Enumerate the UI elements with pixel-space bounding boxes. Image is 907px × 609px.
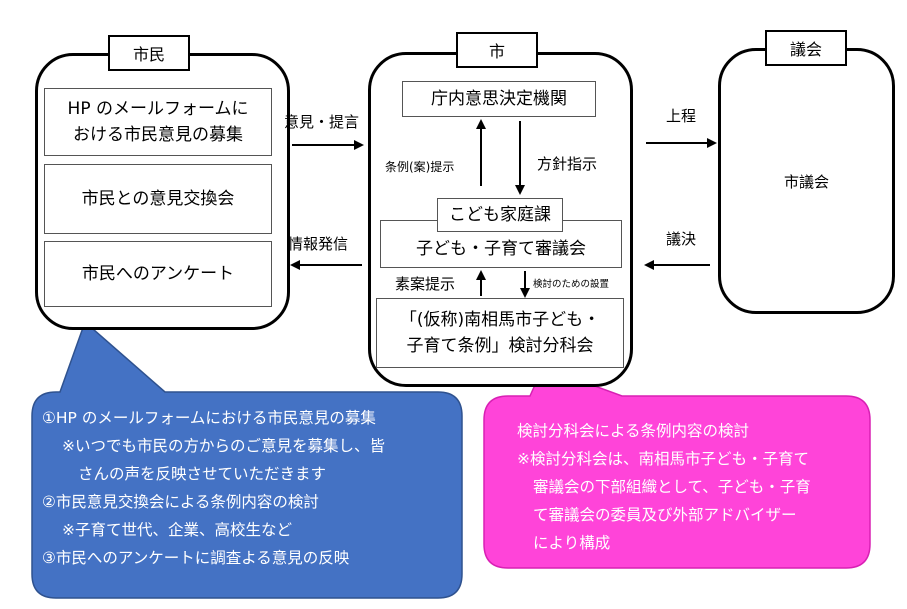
blue-note-line-1: ①HP のメールフォームにおける市民意見の募集 xyxy=(42,409,376,427)
division-box: こども家庭課 xyxy=(437,198,563,232)
info-flow-label: 情報発信 xyxy=(288,235,349,253)
citizens-item-hp-form-line1: HP のメールフォームに xyxy=(67,98,249,119)
pink-callout xyxy=(483,366,871,569)
assembly-title: 議会 xyxy=(765,30,847,66)
pink-callout-text: 検討分科会による条例内容の検討 ※検討分科会は、南相馬市子ども・子育て 審議会の… xyxy=(517,417,811,557)
pink-note-line-3: 審議会の下部組織として、子ども・子育 xyxy=(533,478,811,496)
blue-callout xyxy=(31,320,463,599)
establish-for-review-label: 検討のための設置 xyxy=(533,279,610,290)
blue-note-line-3: さんの声を反映させていただきます xyxy=(78,465,327,483)
subcommittee-line1: 「(仮称)南相馬市子ども・ xyxy=(399,309,601,330)
blue-note-line-5: ※子育て世代、企業、高校生など xyxy=(62,521,292,539)
opinion-flow-label: 意見・提言 xyxy=(284,113,360,131)
blue-callout-text: ①HP のメールフォームにおける市民意見の募集 ※いつでも市民の方からのご意見を… xyxy=(42,404,385,572)
assembly-panel xyxy=(718,48,895,314)
pink-note-line-5: により構成 xyxy=(533,534,611,552)
citizens-item-survey: 市民へのアンケート xyxy=(44,241,272,307)
citizens-item-hp-form: HP のメールフォームにおける市民意見の募集 xyxy=(44,88,272,156)
resolution-flow-label: 議決 xyxy=(666,230,697,248)
subcommittee-box: 「(仮称)南相馬市子ども・子育て条例」検討分科会 xyxy=(376,298,624,368)
policy-instruction-label: 方針指示 xyxy=(537,155,598,173)
bill-proposal-label: 条例(案)提示 xyxy=(385,160,455,174)
pink-note-line-1: 検討分科会による条例内容の検討 xyxy=(517,422,750,440)
blue-note-line-6: ③市民へのアンケートに調査よる意見の反映 xyxy=(42,549,350,567)
pink-note-line-4: て審議会の委員及び外部アドバイザー xyxy=(533,506,797,524)
draft-proposal-label: 素案提示 xyxy=(395,275,456,293)
pink-note-line-2: ※検討分科会は、南相馬市子ども・子育て xyxy=(517,450,809,468)
subcommittee-line2: 子育て条例」検討分科会 xyxy=(406,336,594,356)
blue-note-line-4: ②市民意見交換会による条例内容の検討 xyxy=(42,493,319,511)
citizens-item-exchange: 市民との意見交換会 xyxy=(44,164,272,234)
city-title: 市 xyxy=(456,32,538,68)
submit-flow-label: 上程 xyxy=(666,107,697,125)
citizens-item-hp-form-line2: おける市民意見の募集 xyxy=(73,125,243,145)
citizens-title: 市民 xyxy=(108,35,190,71)
decision-body-box: 庁内意思決定機関 xyxy=(402,81,596,117)
blue-note-line-2: ※いつでも市民の方からのご意見を募集し、皆 xyxy=(62,437,385,455)
assembly-body-label: 市議会 xyxy=(783,173,829,191)
